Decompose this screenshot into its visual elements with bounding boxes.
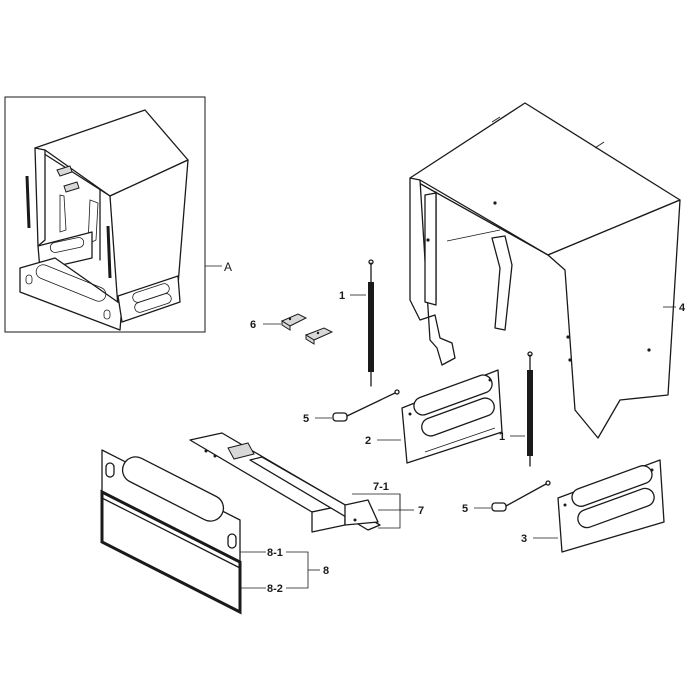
part-1-spring-left [368, 259, 374, 387]
part-5-cable-right [491, 480, 551, 512]
gasket-8-2 [100, 489, 242, 615]
inset-assembled-view [4, 96, 206, 333]
part-6-brackets [280, 313, 334, 345]
label-5-right: 5 [462, 503, 468, 515]
part-5-cable-left [332, 389, 400, 422]
cabinet-left-side [409, 177, 456, 366]
part-1-spring-right [527, 351, 533, 467]
part-7-rail [189, 432, 381, 533]
inset-left-side [34, 147, 46, 247]
part-3-side-panel [557, 459, 665, 553]
label-8-2: 8-2 [267, 583, 283, 595]
part-4-cabinet [409, 102, 681, 439]
cabinet-right-side [547, 199, 681, 439]
label-8-1: 8-1 [267, 547, 283, 559]
label-5-left: 5 [303, 413, 309, 425]
label-1-left: 1 [339, 290, 345, 302]
label-2: 2 [365, 435, 371, 447]
label-6: 6 [250, 319, 256, 331]
inset-brackets [56, 165, 80, 193]
label-8: 8 [323, 565, 329, 577]
part-8-front-panel [100, 449, 242, 615]
part-2-side-panel [401, 369, 503, 464]
label-4: 4 [679, 302, 686, 314]
label-7-1: 7-1 [373, 481, 389, 493]
label-7: 7 [418, 505, 424, 517]
label-3: 3 [521, 533, 527, 545]
label-1-right: 1 [499, 431, 505, 443]
label-A: A [224, 260, 232, 274]
inset-frame [4, 96, 206, 333]
